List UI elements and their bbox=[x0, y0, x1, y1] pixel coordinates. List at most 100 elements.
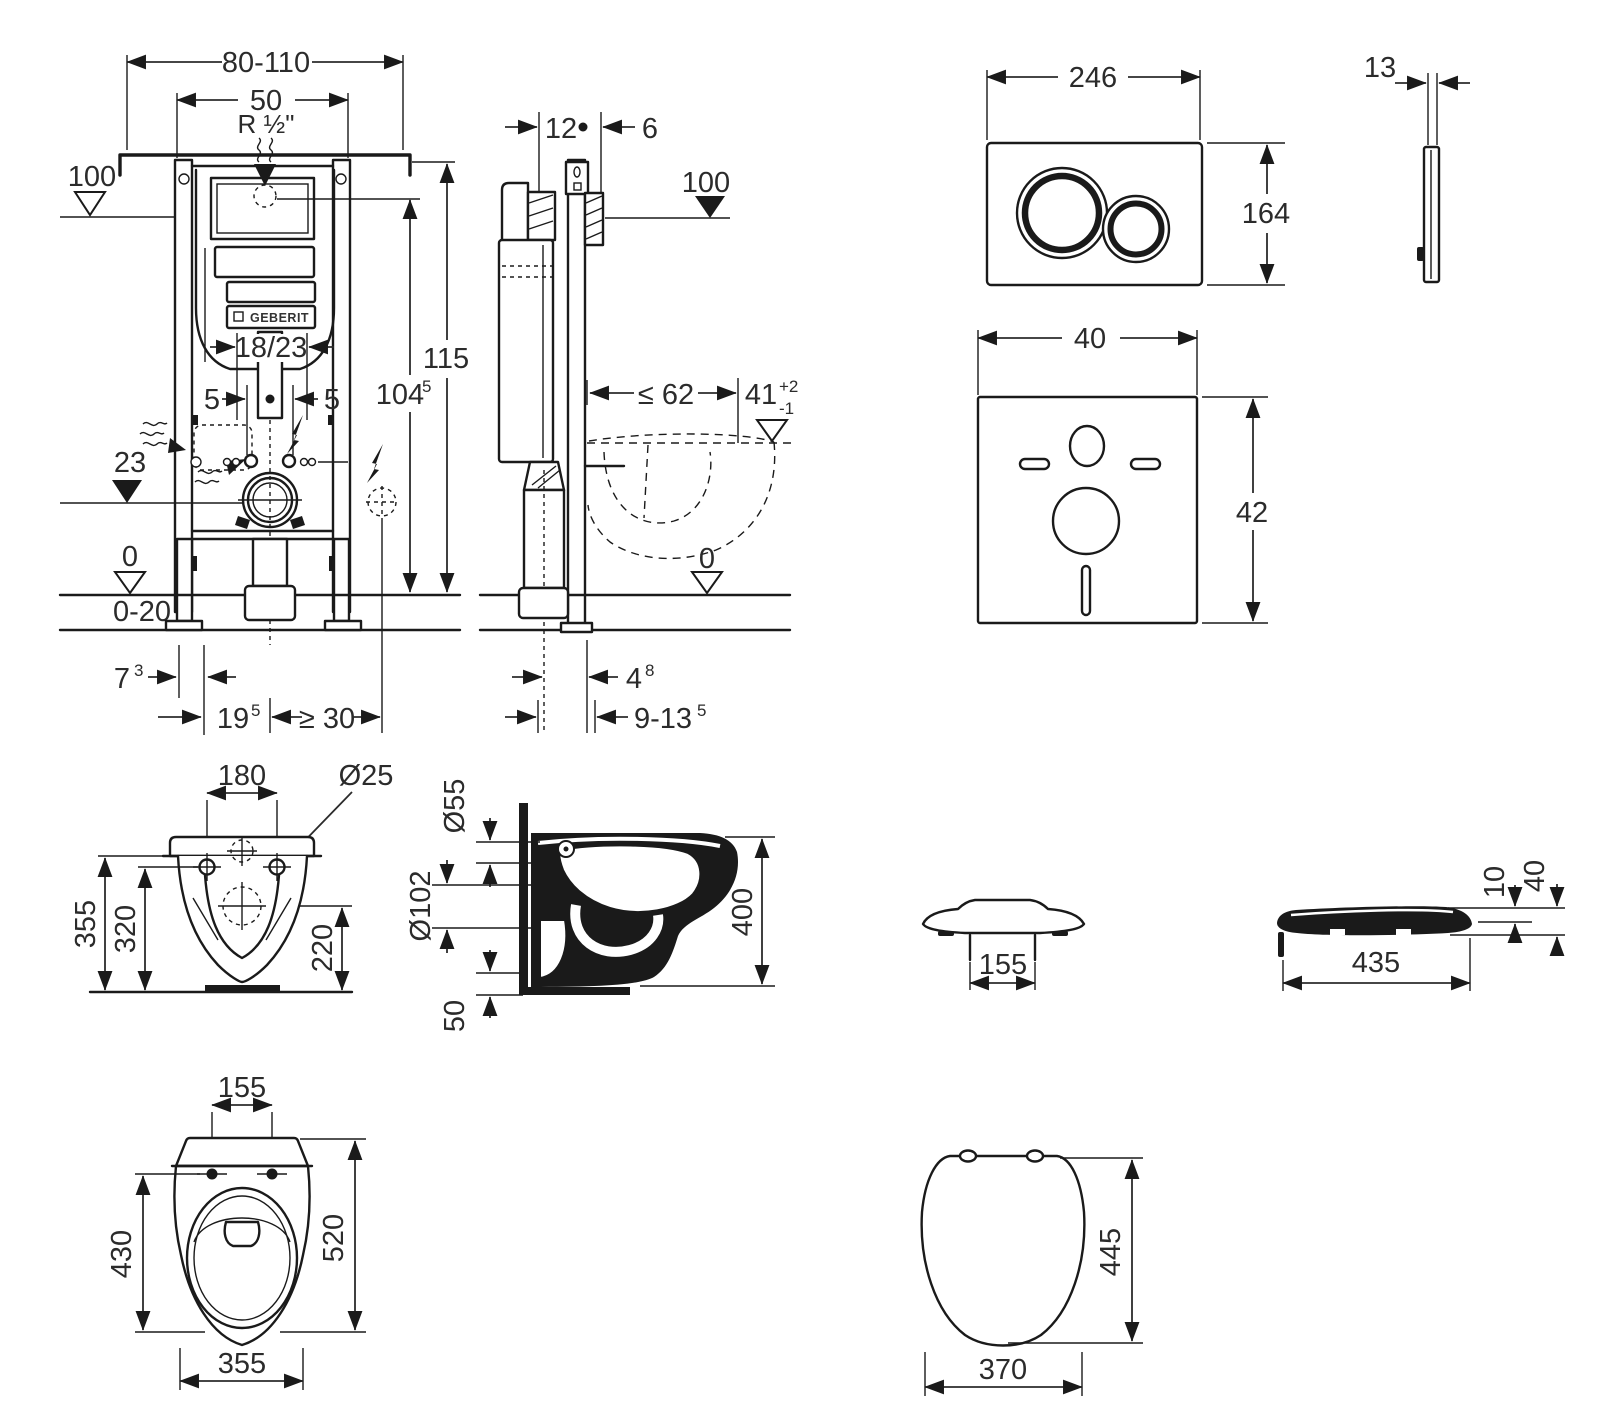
dim-total-height: 115 bbox=[423, 343, 469, 375]
dim-bowl-depth-max: ≤ 62 bbox=[638, 379, 694, 411]
label-water-supply: R ½" bbox=[238, 109, 295, 139]
bowl-side-view: Ø55 Ø102 400 50 bbox=[405, 779, 775, 1032]
hinge-pin bbox=[1278, 932, 1284, 957]
level-marker-filled-icon bbox=[112, 480, 142, 503]
fill-valve-block bbox=[526, 190, 557, 242]
level-marker-filled-icon bbox=[695, 196, 725, 218]
dim-top-width: 50 bbox=[250, 85, 282, 117]
dim-outlet-range-sup: 5 bbox=[697, 701, 706, 720]
dim-bowl-tol-plus: +2 bbox=[779, 377, 798, 396]
sound-pad bbox=[976, 395, 1199, 625]
dim-depth: 400 bbox=[727, 888, 759, 936]
dim-front-offset-sup: 3 bbox=[134, 661, 143, 680]
dim-seat-thickness: 10 bbox=[1479, 866, 1511, 898]
bowl-outline-dashed bbox=[587, 433, 776, 560]
sound-pad-view: 40 42 bbox=[976, 323, 1268, 625]
bowl-top-body bbox=[173, 1164, 311, 1347]
dim-height-total: 355 bbox=[70, 900, 102, 948]
drain-elbow bbox=[522, 488, 566, 590]
level-marker-open-icon bbox=[113, 571, 147, 595]
dim-hole-spacing: 180 bbox=[218, 760, 266, 792]
dim-rail-offset: 19 bbox=[217, 703, 249, 735]
rim-outer bbox=[185, 1186, 299, 1330]
dim-hole-diameter: Ø25 bbox=[339, 760, 394, 792]
frame-side-view: 12 6 100 ≤ 62 41 +2 - bbox=[478, 112, 798, 735]
level-floor-label: 0 bbox=[122, 541, 138, 573]
dim-width-range: 80-110 bbox=[222, 47, 310, 79]
bowl-front-view: 180 Ø25 355 320 220 bbox=[70, 760, 394, 994]
level-marker-open-icon bbox=[73, 191, 107, 217]
dim-wall-gap: 50 bbox=[439, 1000, 471, 1032]
wall-bracket bbox=[118, 153, 412, 177]
dim-seat-length: 435 bbox=[1352, 947, 1400, 979]
cistern-side bbox=[497, 238, 555, 464]
dim-inlet-diameter: Ø55 bbox=[439, 779, 471, 834]
dim-rail-offset-sup: 5 bbox=[251, 701, 260, 720]
level-marker-open-icon bbox=[755, 419, 789, 443]
dim-front-offset: 7 bbox=[114, 663, 130, 695]
bowl-top-view: 155 430 520 355 bbox=[106, 1072, 366, 1390]
dim-bend-size: 18/23 bbox=[235, 332, 308, 364]
dim-seat-top-length: 445 bbox=[1095, 1228, 1127, 1276]
dim-conn-height-sup: 5 bbox=[422, 377, 431, 396]
electrical-bolt-icon bbox=[287, 415, 303, 454]
dim-offset-right: 5 bbox=[324, 384, 340, 416]
drain-outlet bbox=[517, 586, 570, 620]
seat-side-view: 10 40 435 bbox=[1277, 860, 1565, 991]
mounting-dots bbox=[197, 1168, 287, 1180]
dim-inner-length: 430 bbox=[106, 1230, 138, 1278]
dim-height-outlet: 220 bbox=[307, 924, 339, 972]
flush-plate-protection-box bbox=[583, 191, 605, 247]
geberit-logo: GEBERIT bbox=[225, 304, 317, 330]
dim-plate-width: 246 bbox=[1069, 62, 1117, 94]
dim-hole-spacing-top: 155 bbox=[218, 1072, 266, 1104]
dim-outlet-range: 9-13 bbox=[634, 703, 692, 735]
dim-plate-height: 164 bbox=[1242, 198, 1290, 230]
hinge-hole-left bbox=[958, 1149, 978, 1163]
drain-outlet bbox=[243, 584, 297, 622]
dim-height-holes: 320 bbox=[110, 905, 142, 953]
connection-ports bbox=[190, 424, 348, 471]
mounting-holes bbox=[193, 853, 291, 881]
dim-outlet-diameter: Ø102 bbox=[405, 871, 437, 942]
water-inlet-squiggle-icon bbox=[139, 421, 186, 453]
seat-front-view: 155 bbox=[921, 898, 1086, 991]
dim-outlet-offset: 4 bbox=[626, 663, 642, 695]
dim-plate-thickness: 13 bbox=[1364, 52, 1396, 84]
brand-label: GEBERIT bbox=[250, 311, 309, 325]
level-drain-label: 23 bbox=[114, 447, 146, 479]
dim-outlet-offset-sup: 8 bbox=[645, 661, 654, 680]
dim-bowl-height: 41 bbox=[745, 379, 777, 411]
water-supply-squiggle-icon bbox=[254, 137, 276, 186]
level-top-label: 100 bbox=[68, 161, 116, 193]
level-top-label: 100 bbox=[682, 167, 730, 199]
seat-profile bbox=[921, 898, 1086, 935]
dim-hinge-spacing: 155 bbox=[979, 949, 1027, 981]
electrical-bolt-icon bbox=[367, 444, 383, 483]
flush-buttons bbox=[1015, 166, 1171, 264]
frame-front-view: 80-110 50 R ½" GEBERIT 18/23 5 5 bbox=[58, 47, 469, 735]
electr-connection-circle bbox=[366, 486, 398, 518]
bowl-top-plate bbox=[174, 1136, 310, 1168]
seat-top-shape bbox=[920, 1154, 1086, 1347]
floor-range-label: 0-20 bbox=[113, 596, 171, 628]
flush-plate-side-view: 13 bbox=[1364, 52, 1470, 284]
dim-width: 355 bbox=[218, 1348, 266, 1380]
dim-side-min: ≥ 30 bbox=[299, 703, 355, 735]
level-marker-open-icon bbox=[690, 571, 724, 595]
hinge-hole-right bbox=[1025, 1149, 1045, 1163]
level-floor-label: 0 bbox=[699, 543, 715, 575]
wall-plate bbox=[519, 803, 528, 995]
flush-opening bbox=[223, 1220, 261, 1248]
dim-length: 520 bbox=[318, 1214, 350, 1262]
flush-plate-front-view: 246 164 bbox=[985, 62, 1290, 287]
seat-top-view: 445 370 bbox=[920, 1149, 1143, 1396]
dim-bowl-tol-minus: -1 bbox=[779, 399, 794, 418]
dim-seat-top-width: 370 bbox=[979, 1354, 1027, 1386]
dim-pad-height: 42 bbox=[1236, 497, 1268, 529]
dim-pad-width: 40 bbox=[1074, 323, 1106, 355]
dim-seat-height: 40 bbox=[1519, 860, 1551, 892]
dim-rail-depth: 12 bbox=[545, 113, 577, 145]
